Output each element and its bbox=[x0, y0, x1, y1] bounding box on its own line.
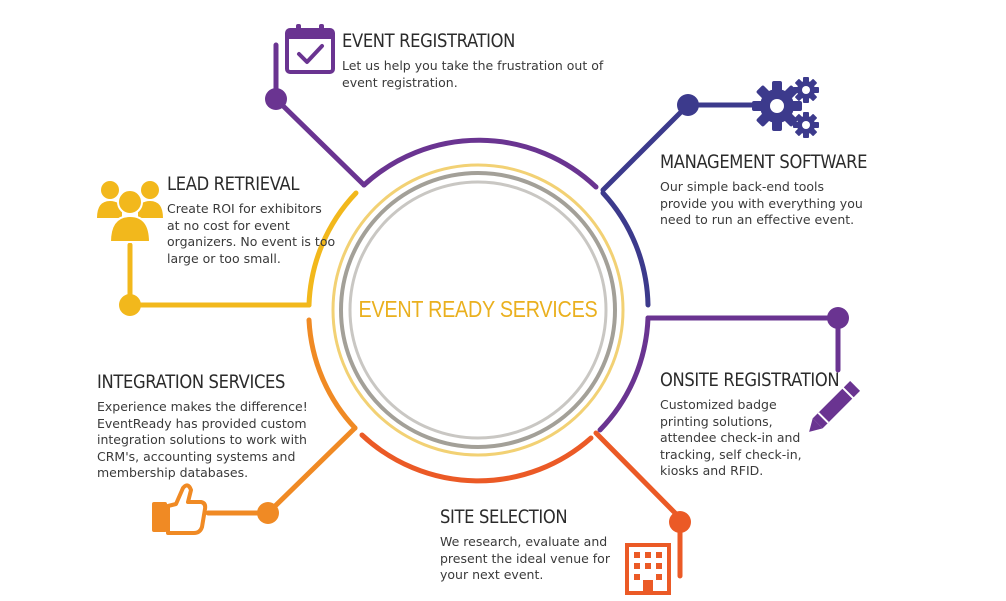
management-software-description: Our simple back-end tools provide you wi… bbox=[660, 179, 863, 227]
section-site-selection: SITE SELECTION We research, evaluate and… bbox=[440, 506, 630, 584]
node-onsite-registration bbox=[827, 307, 849, 329]
arc-integration-services bbox=[306, 317, 358, 431]
onsite-registration-title: ONSITE REGISTRATION bbox=[660, 369, 840, 391]
section-management-software: MANAGEMENT SOFTWARE Our simple back-end … bbox=[660, 151, 868, 229]
section-onsite-registration: ONSITE REGISTRATION Customized badge pri… bbox=[660, 369, 840, 480]
gears-icon bbox=[752, 77, 819, 138]
section-event-registration: EVENT REGISTRATION Let us help you take … bbox=[342, 30, 632, 91]
ring-inner-gray bbox=[339, 171, 617, 449]
connectors bbox=[119, 42, 849, 579]
section-integration-services: INTEGRATION SERVICES Experience makes th… bbox=[97, 371, 337, 482]
integration-services-title: INTEGRATION SERVICES bbox=[97, 371, 286, 393]
ring-inner-pale bbox=[331, 163, 625, 457]
section-lead-retrieval: LEAD RETRIEVAL Create ROI for exhibitors… bbox=[167, 173, 347, 267]
event-registration-description: Let us help you take the frustration out… bbox=[342, 58, 604, 90]
arc-management-software bbox=[600, 190, 651, 308]
people-group-icon bbox=[97, 181, 163, 243]
site-selection-description: We research, evaluate and present the id… bbox=[440, 534, 610, 582]
node-integration-services bbox=[257, 502, 279, 524]
node-event-registration bbox=[265, 88, 287, 110]
integration-services-description: Experience makes the difference! EventRe… bbox=[97, 399, 308, 480]
arc-onsite-registration bbox=[597, 315, 651, 433]
lead-retrieval-title: LEAD RETRIEVAL bbox=[167, 173, 300, 195]
pencil-icon bbox=[809, 380, 861, 432]
lead-retrieval-description: Create ROI for exhibitors at no cost for… bbox=[167, 201, 336, 266]
arc-event-registration bbox=[361, 137, 599, 190]
building-icon bbox=[625, 543, 671, 595]
arc-site-selection bbox=[359, 432, 594, 484]
outer-ring bbox=[306, 137, 651, 484]
onsite-registration-description: Customized badge printing solutions, att… bbox=[660, 397, 802, 478]
node-site-selection bbox=[669, 511, 691, 533]
center-title: EVENT READY SERVICES bbox=[358, 296, 598, 322]
event-registration-title: EVENT REGISTRATION bbox=[342, 30, 516, 52]
node-lead-retrieval bbox=[119, 294, 141, 316]
connector-onsite-registration bbox=[645, 315, 841, 373]
calendar-check-icon bbox=[285, 24, 335, 74]
management-software-title: MANAGEMENT SOFTWARE bbox=[660, 151, 868, 173]
node-management-software bbox=[677, 94, 699, 116]
site-selection-title: SITE SELECTION bbox=[440, 506, 568, 528]
thumbs-up-icon bbox=[152, 483, 208, 535]
arc-lead-retrieval bbox=[306, 190, 359, 308]
ring-inner-light bbox=[348, 180, 608, 440]
center-rings bbox=[331, 163, 625, 457]
